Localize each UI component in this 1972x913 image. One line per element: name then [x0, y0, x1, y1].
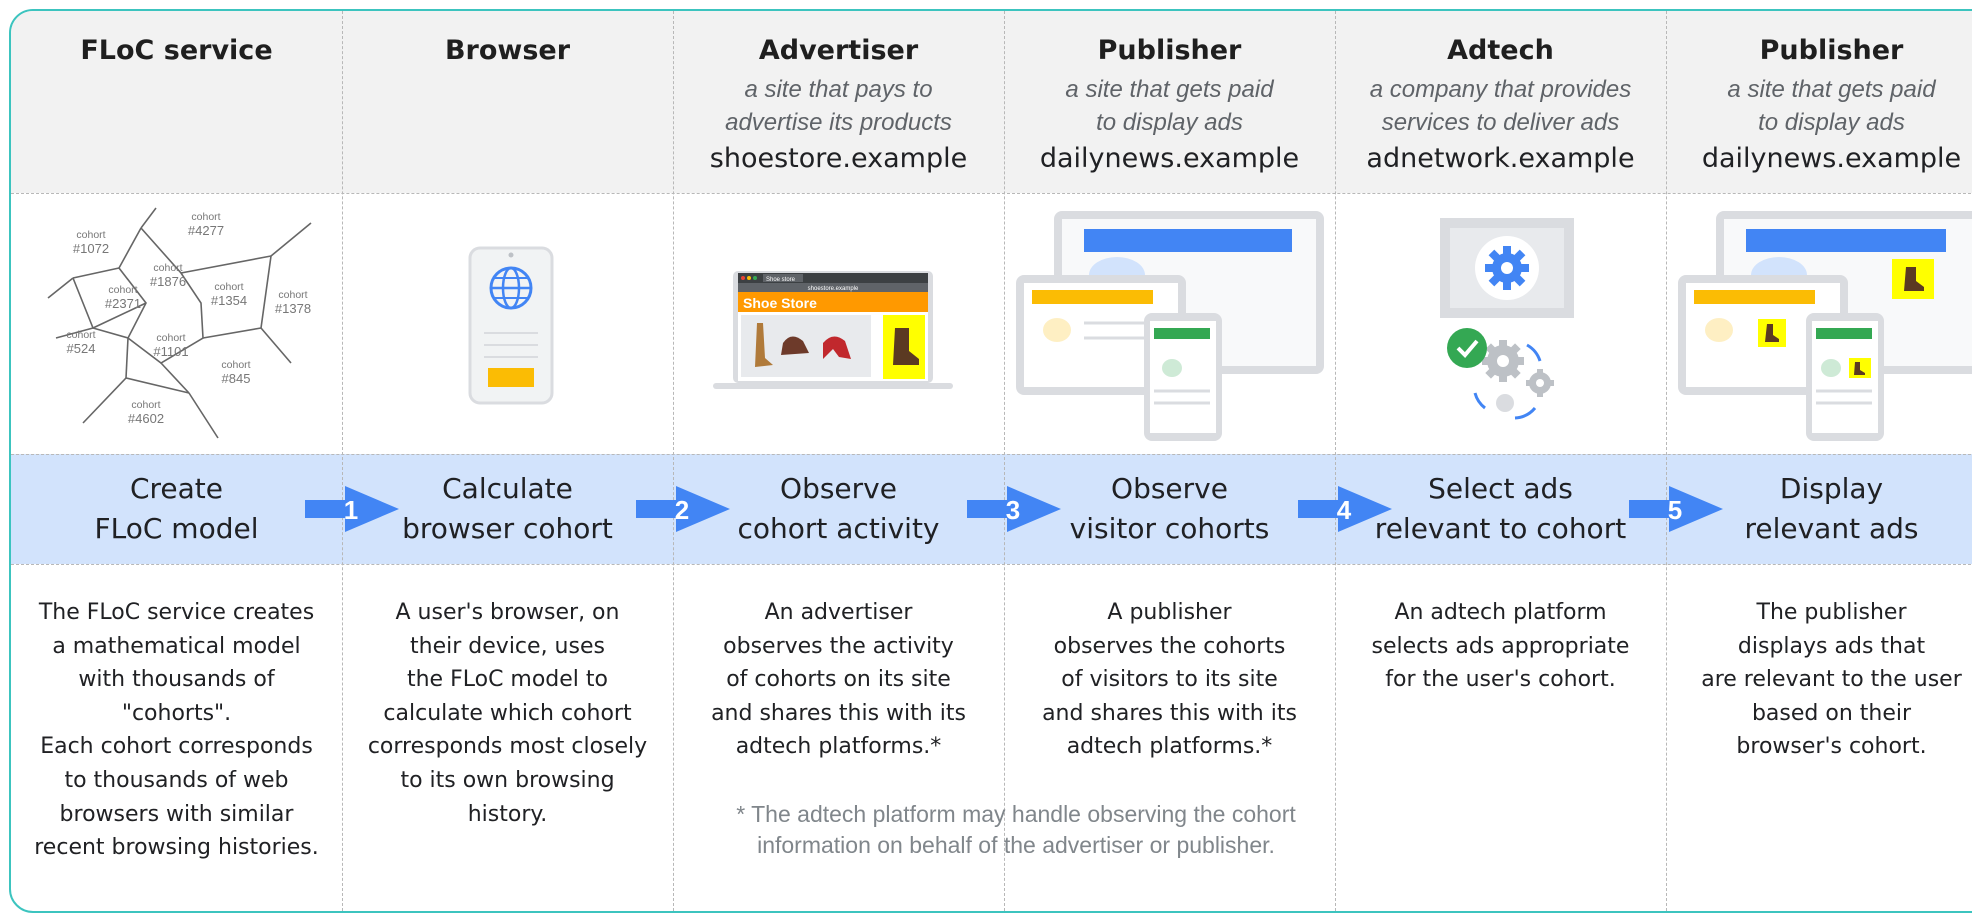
cohort-label: #1378: [275, 301, 311, 316]
cohort-label: cohort: [131, 399, 160, 411]
arrow-step-icon: 2: [636, 486, 730, 532]
column-floc-service: FLoC service: [11, 11, 342, 911]
step-description: A publisher observes the cohorts of visi…: [1042, 600, 1297, 760]
cohort-label: #1354: [211, 293, 247, 308]
column-subtitle: a site that pays to advertise its produc…: [725, 76, 952, 136]
column-divider: [1335, 11, 1336, 911]
cohort-label: cohort: [108, 284, 137, 296]
step-description: A user's browser, on their device, uses …: [367, 600, 648, 827]
cohort-label: #1072: [73, 241, 109, 256]
store-banner: Shoe Store: [743, 295, 817, 311]
phone-globe-icon: [342, 193, 673, 454]
cohort-label: #4277: [188, 223, 224, 238]
step-number: 4: [1337, 495, 1352, 525]
step-description: An adtech platform selects ads appropria…: [1371, 600, 1630, 693]
column-site: adnetwork.example: [1366, 143, 1635, 174]
column-site: dailynews.example: [1039, 143, 1300, 174]
column-subtitle: a site that gets paid to display ads: [1727, 76, 1936, 136]
column-divider: [673, 11, 674, 911]
column-title: FLoC service: [80, 35, 273, 66]
voronoi-cohort-map: cohort #4277 cohort #1072 cohort #1876 c…: [11, 193, 342, 454]
divider: [11, 193, 1972, 194]
step-number: 5: [1668, 495, 1682, 525]
column-advertiser: Advertiser a site that pays to advertise…: [673, 11, 1004, 911]
cohort-label: cohort: [221, 359, 250, 371]
arrow-step-icon: 3: [967, 486, 1061, 532]
step-label: Create FLoC model: [94, 472, 259, 545]
arrow-step-icon: 1: [305, 486, 399, 532]
column-publisher: Publisher a site that gets paid to displ…: [1004, 11, 1335, 911]
arrow-step-icon: 4: [1298, 486, 1392, 532]
column-title: Publisher: [1097, 35, 1242, 66]
cohort-label: cohort: [153, 262, 182, 274]
step-label: Calculate browser cohort: [402, 472, 613, 545]
gear-check-icon: [1335, 193, 1666, 454]
cohort-label: #1876: [150, 274, 186, 289]
column-title: Browser: [444, 35, 571, 66]
footnote: * The adtech platform may handle observi…: [736, 801, 1296, 858]
divider: [11, 454, 1972, 455]
cohort-label: cohort: [214, 281, 243, 293]
news-devices-ads-icon: [1666, 193, 1972, 454]
step-label: Observe visitor cohorts: [1069, 472, 1270, 545]
step-description: The FLoC service creates a mathematical …: [34, 600, 319, 861]
column-site: dailynews.example: [1701, 143, 1962, 174]
step-label: Observe cohort activity: [737, 472, 940, 545]
cohort-label: cohort: [156, 332, 185, 344]
column-divider: [1666, 11, 1667, 911]
column-divider: [1004, 11, 1005, 911]
news-devices-icon: [1004, 193, 1335, 454]
step-number: 2: [675, 495, 689, 525]
laptop-shoe-store-icon: Shoe store shoestore.example Shoe Store: [673, 193, 1004, 454]
step-number: 3: [1006, 495, 1020, 525]
column-title: Advertiser: [758, 35, 919, 66]
step-label: Select ads relevant to cohort: [1374, 472, 1627, 545]
arrow-step-icon: 5: [1629, 486, 1723, 532]
column-divider: [342, 11, 343, 911]
header-band: [11, 11, 1972, 193]
column-site: shoestore.example: [709, 143, 968, 174]
cohort-label: #1101: [153, 344, 188, 359]
column-browser: Browser Calculate browser cohort A user'…: [342, 11, 673, 911]
cohort-label: cohort: [66, 329, 95, 341]
column-subtitle: a company that provides services to deli…: [1369, 76, 1632, 136]
column-title: Adtech: [1447, 35, 1554, 66]
cohort-label: #2371: [105, 296, 141, 311]
column-title: Publisher: [1759, 35, 1904, 66]
divider: [11, 564, 1972, 565]
column-adtech: Adtech a company that provides services …: [1335, 11, 1666, 911]
cohort-label: cohort: [76, 229, 105, 241]
step-number: 1: [344, 495, 358, 525]
cohort-label: #524: [67, 341, 96, 356]
browser-url: shoestore.example: [808, 286, 859, 292]
browser-tab-label: Shoe store: [766, 277, 796, 283]
column-subtitle: a site that gets paid to display ads: [1065, 76, 1274, 136]
cohort-label: #845: [222, 371, 251, 386]
step-label: Display relevant ads: [1744, 472, 1919, 545]
cohort-label: cohort: [191, 211, 220, 223]
column-publisher-display: Publisher a site that gets paid to displ…: [1666, 11, 1972, 911]
step-description: An advertiser observes the activity of c…: [711, 600, 966, 760]
cohort-label: cohort: [278, 289, 307, 301]
cohort-label: #4602: [128, 411, 164, 426]
floc-diagram: FLoC service: [9, 9, 1972, 913]
step-description: The publisher displays ads that are rele…: [1701, 600, 1962, 760]
